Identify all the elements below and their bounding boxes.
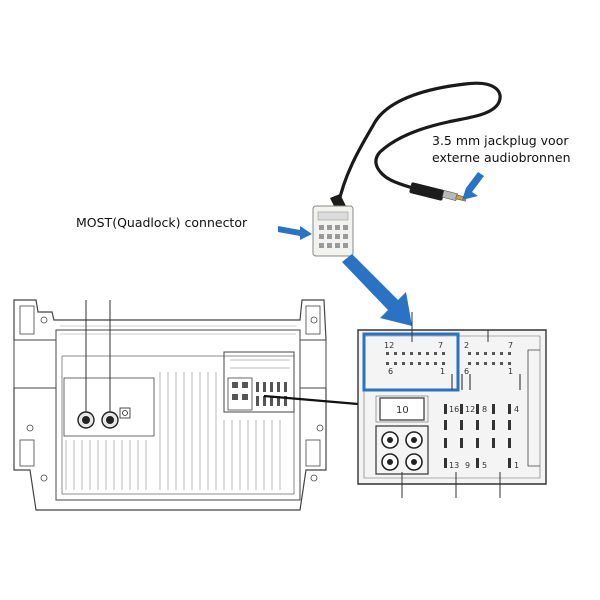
pin-label: 2 bbox=[464, 341, 469, 350]
pin-label: 7 bbox=[438, 341, 443, 350]
jack-plug-icon bbox=[409, 182, 467, 202]
connector-zoom-panel: 12 7 6 1 2 7 6 1 10 16 12 8 4 13 9 5 1 bbox=[357, 312, 547, 498]
pin-label: 16 bbox=[449, 405, 459, 414]
jackplug-label-line1: 3.5 mm jackplug voor bbox=[432, 133, 569, 148]
pin-label: 13 bbox=[449, 461, 459, 470]
arrow-jack-icon bbox=[462, 172, 484, 200]
pin-label: 7 bbox=[508, 341, 513, 350]
pin-label: 1 bbox=[440, 367, 445, 376]
aux-cable bbox=[336, 81, 502, 208]
pin-label: 10 bbox=[396, 405, 409, 416]
jackplug-label-line2: externe audiobronnen bbox=[432, 150, 571, 165]
zoom-leader bbox=[263, 394, 359, 406]
jackplug-label: 3.5 mm jackplug voor externe audiobronne… bbox=[432, 132, 571, 166]
pin-label: 6 bbox=[464, 367, 469, 376]
arrow-most-icon bbox=[278, 226, 312, 240]
highlight-box bbox=[362, 332, 460, 392]
pin-label: 5 bbox=[482, 461, 487, 470]
pin-label: 1 bbox=[508, 367, 513, 376]
most-connector-label: MOST(Quadlock) connector bbox=[76, 215, 248, 230]
pin-label: 4 bbox=[514, 405, 519, 414]
pin-label: 8 bbox=[482, 405, 487, 414]
pin-label: 12 bbox=[384, 341, 394, 350]
head-unit-rear bbox=[13, 299, 327, 511]
arrow-large-icon bbox=[342, 254, 412, 326]
pin-label: 12 bbox=[465, 405, 475, 414]
leader-lines bbox=[85, 300, 111, 412]
pin-label: 1 bbox=[514, 461, 519, 470]
most-connector-plug-icon bbox=[312, 194, 354, 257]
pin-label: 9 bbox=[465, 461, 470, 470]
pin-label: 6 bbox=[388, 367, 393, 376]
